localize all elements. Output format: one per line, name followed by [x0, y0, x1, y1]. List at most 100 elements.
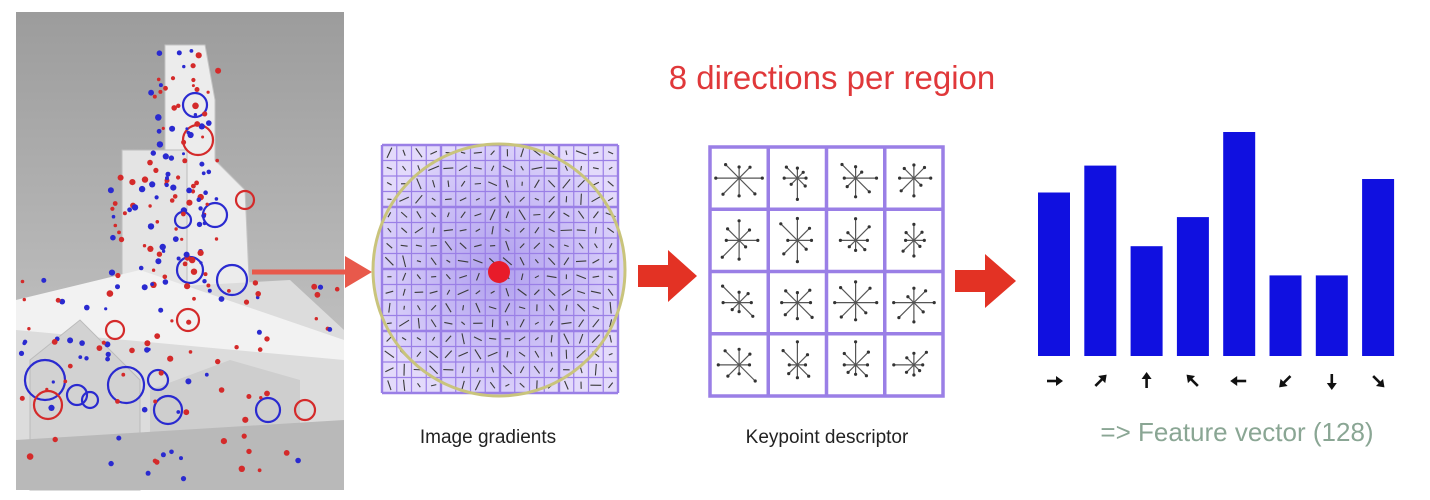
keypoint-dot [194, 87, 200, 92]
gradient-arrow [577, 210, 585, 219]
gradient-arrow [519, 257, 525, 266]
keypoint-dot [78, 355, 83, 359]
keypoint-dot [170, 184, 177, 191]
gradient-arrow [502, 257, 513, 266]
star-vector-icon [842, 340, 871, 378]
gradient-arrow [400, 211, 408, 218]
keypoint-dot [152, 94, 157, 99]
keypoint-dot [148, 89, 155, 96]
gradient-arrow [457, 289, 469, 296]
gradient-arrow [520, 148, 525, 158]
gradient-arrow [490, 290, 495, 294]
keypoint-dot [215, 358, 221, 365]
keypoint-dot [243, 299, 250, 305]
keypoint-dot [203, 272, 208, 277]
gradient-arrow [534, 226, 540, 234]
gradient-arrow [430, 257, 437, 266]
gradient-arrow [489, 197, 496, 202]
gradient-arrow [547, 257, 556, 266]
keypoint-dot [121, 372, 126, 377]
keypoint-dot [63, 379, 68, 384]
keypoint-circle [152, 394, 184, 426]
gradient-arrow [445, 198, 452, 201]
gradient-arrow [446, 259, 451, 263]
keypoint-dot [148, 204, 152, 208]
direction-arrows [1047, 372, 1385, 390]
keypoint-dot [171, 105, 177, 111]
keypoint-dot [259, 396, 263, 400]
keypoint-dot [155, 220, 160, 224]
keypoint-dot [255, 291, 261, 297]
gradient-arrow [563, 212, 570, 217]
gradient-arrow [562, 178, 571, 189]
star-vector-icon [714, 163, 764, 198]
keypoint-dot [129, 179, 136, 186]
keypoint-dot [257, 468, 262, 473]
gradient-arrow [502, 165, 513, 171]
histogram-bar [1362, 179, 1395, 356]
gradient-arrow [474, 379, 481, 391]
keypoint-photo [16, 12, 344, 491]
gradient-arrow [475, 197, 480, 201]
keypoint-dot [158, 89, 163, 94]
direction-arrow-icon [1279, 375, 1292, 388]
gradient-arrow [461, 380, 465, 390]
keypoint-dot [20, 279, 25, 284]
gradient-arrow [590, 290, 601, 294]
keypoint-dot [194, 121, 201, 127]
keypoint-dot [79, 340, 85, 346]
histogram-bar [1130, 246, 1163, 356]
keypoint-dot [172, 236, 179, 243]
gradient-arrow [387, 380, 392, 391]
gradient-arrow [594, 227, 597, 234]
gradient-arrow [565, 304, 568, 311]
keypoint-circle [254, 396, 282, 424]
gradient-arrow [417, 305, 421, 311]
keypoint-dot [179, 456, 183, 461]
gradient-arrow [506, 320, 509, 326]
gradient-arrow [580, 193, 582, 205]
keypoint-circle [234, 189, 256, 211]
gradient-arrow [575, 150, 587, 156]
keypoint-dot [107, 187, 114, 194]
gradient-arrow [474, 244, 482, 248]
gradient-arrow [518, 336, 526, 342]
keypoint-dot [59, 298, 66, 305]
star-vector-icon [780, 288, 814, 321]
keypoint-dot [106, 290, 114, 297]
keypoint-dot [104, 341, 111, 348]
gradient-arrow [461, 366, 465, 374]
star-vector-icon [838, 217, 871, 252]
gradient-arrow [430, 304, 437, 311]
gradient-arrow [549, 320, 554, 326]
gradient-arrow [505, 240, 510, 251]
keypoint-dot [206, 90, 210, 94]
gradient-arrow [473, 167, 482, 170]
gradient-arrow [594, 243, 598, 249]
gradient-arrow [548, 211, 555, 219]
keypoint-dot [156, 77, 161, 82]
gradient-arrow [575, 260, 587, 263]
keypoint-dot [176, 410, 181, 414]
keypoint-dot [181, 211, 186, 217]
gradient-arrow [546, 275, 557, 279]
gradient-arrow [608, 259, 613, 264]
gradient-arrow [576, 274, 587, 280]
keypoint-circle [181, 91, 209, 119]
gradient-arrow [532, 149, 541, 157]
gradient-arrow [519, 366, 525, 374]
gradient-arrow [576, 349, 586, 359]
gradient-arrow [387, 212, 392, 218]
star-vector-icon [721, 284, 755, 318]
keypoint-dot [199, 261, 203, 265]
keypoint-dot [192, 296, 196, 301]
gradient-arrow [430, 384, 437, 387]
keypoint-dot [189, 49, 194, 53]
keypoint-dot [252, 280, 259, 286]
arrow-to-histogram [955, 254, 1016, 308]
gradient-arrow [385, 367, 394, 373]
keypoint-dot [52, 436, 58, 443]
keypoint-dot [176, 175, 181, 180]
gradient-arrow [476, 367, 480, 373]
gradient-arrow [592, 211, 599, 219]
